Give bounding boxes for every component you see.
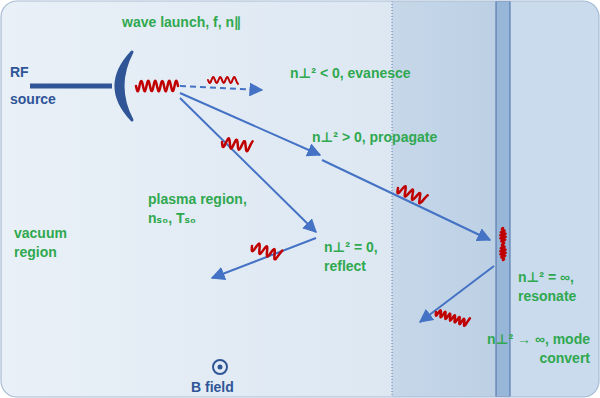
- rf-antenna: [30, 52, 132, 120]
- wave-packet: [208, 77, 238, 84]
- wave-packet: [436, 310, 470, 326]
- wave-packets: [136, 77, 506, 326]
- annotation-label: B field: [191, 378, 234, 397]
- annotation-label: n⊥² = 0, reflect: [324, 238, 390, 276]
- source-label: RF source: [10, 59, 60, 113]
- annotation-label: n⊥² > 0, propagate: [312, 128, 437, 147]
- annotation-label: n⊥² = ∞, resonate: [518, 268, 592, 306]
- wave-packet: [222, 138, 253, 151]
- wave-packet: [397, 186, 427, 203]
- annotation-label: n⊥² < 0, evanesce: [290, 64, 411, 83]
- wave-packet: [252, 244, 282, 260]
- wave-packet: [500, 228, 505, 260]
- annotation-label: wave launch, f, n∥: [122, 13, 241, 32]
- b-field-symbol: [213, 360, 227, 374]
- wave-packet: [136, 81, 178, 91]
- annotation-label: n⊥² → ∞, mode convert: [440, 330, 590, 368]
- annotation-label: vacuum region: [14, 224, 86, 262]
- annotation-label: plasma region, nₛ₀, Tₛ₀: [148, 190, 260, 228]
